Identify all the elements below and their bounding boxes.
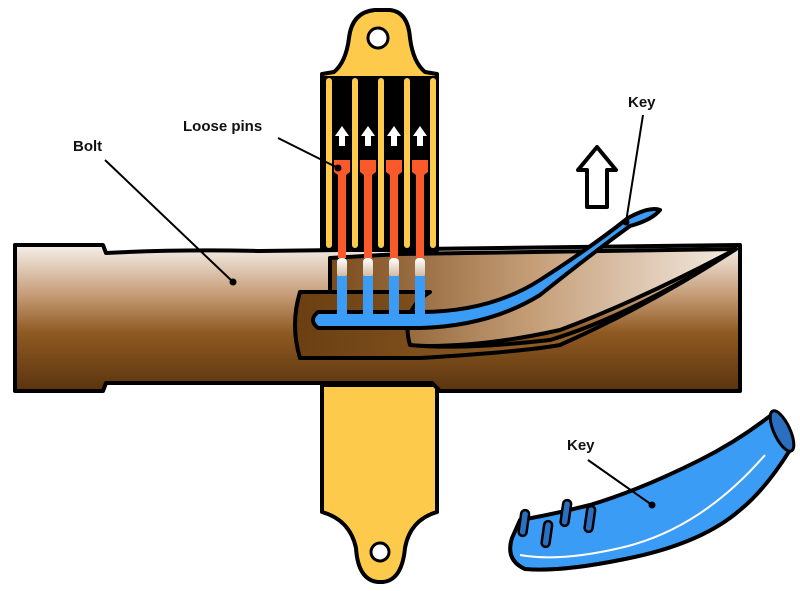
bolt-leader-line: [104, 159, 234, 283]
loose-pin: [360, 160, 376, 258]
key-standalone-pins: [517, 498, 597, 549]
pin-tip: [389, 258, 399, 278]
key2-leader-line: [587, 459, 653, 506]
key2-leader-dot: [648, 501, 656, 509]
key-standalone: [508, 409, 796, 572]
key-leader-line: [625, 114, 644, 223]
pin-tip: [415, 258, 425, 278]
loose-pin: [386, 160, 402, 258]
key-teeth: [337, 276, 425, 316]
bolt-label: Bolt: [73, 138, 102, 155]
key-leader-dot: [622, 218, 630, 226]
upper-housing: [320, 8, 439, 278]
housing-divider: [430, 78, 436, 248]
pin-up-arrow-icon: [413, 126, 427, 146]
housing-divider: [352, 78, 358, 248]
key-tooth: [415, 276, 425, 316]
pin-tip: [337, 258, 347, 278]
pin-up-arrow-icon: [361, 126, 375, 146]
bolt-leader-dot: [229, 278, 237, 286]
key-pin: [559, 498, 573, 528]
pins-leader-line: [277, 137, 339, 169]
key-pin: [540, 519, 554, 549]
loose-pins: [334, 160, 428, 278]
loose-pin: [334, 160, 350, 258]
key-pin: [583, 504, 597, 534]
key-tooth: [363, 276, 373, 316]
pin-up-arrow-icon: [387, 126, 401, 146]
pin-tip: [363, 258, 373, 278]
key-tooth: [337, 276, 347, 316]
lift-arrow-icon: [576, 145, 618, 209]
loose-pin: [412, 160, 428, 258]
pin-up-arrow-icon: [335, 126, 349, 146]
key-pin: [517, 508, 531, 538]
key-label: Key: [628, 94, 656, 111]
pins-leader-dot: [334, 164, 342, 172]
mount-hole-bottom: [369, 541, 391, 563]
spring-columns: [326, 78, 436, 248]
pin-arrows: [335, 126, 427, 146]
loose-pins-label: Loose pins: [183, 118, 262, 135]
key-standalone-label: Key: [567, 437, 595, 454]
lower-housing: [320, 383, 439, 584]
housing-divider: [404, 78, 410, 248]
housing-divider: [378, 78, 384, 248]
mount-hole-top: [366, 26, 390, 50]
key-tooth: [389, 276, 399, 316]
